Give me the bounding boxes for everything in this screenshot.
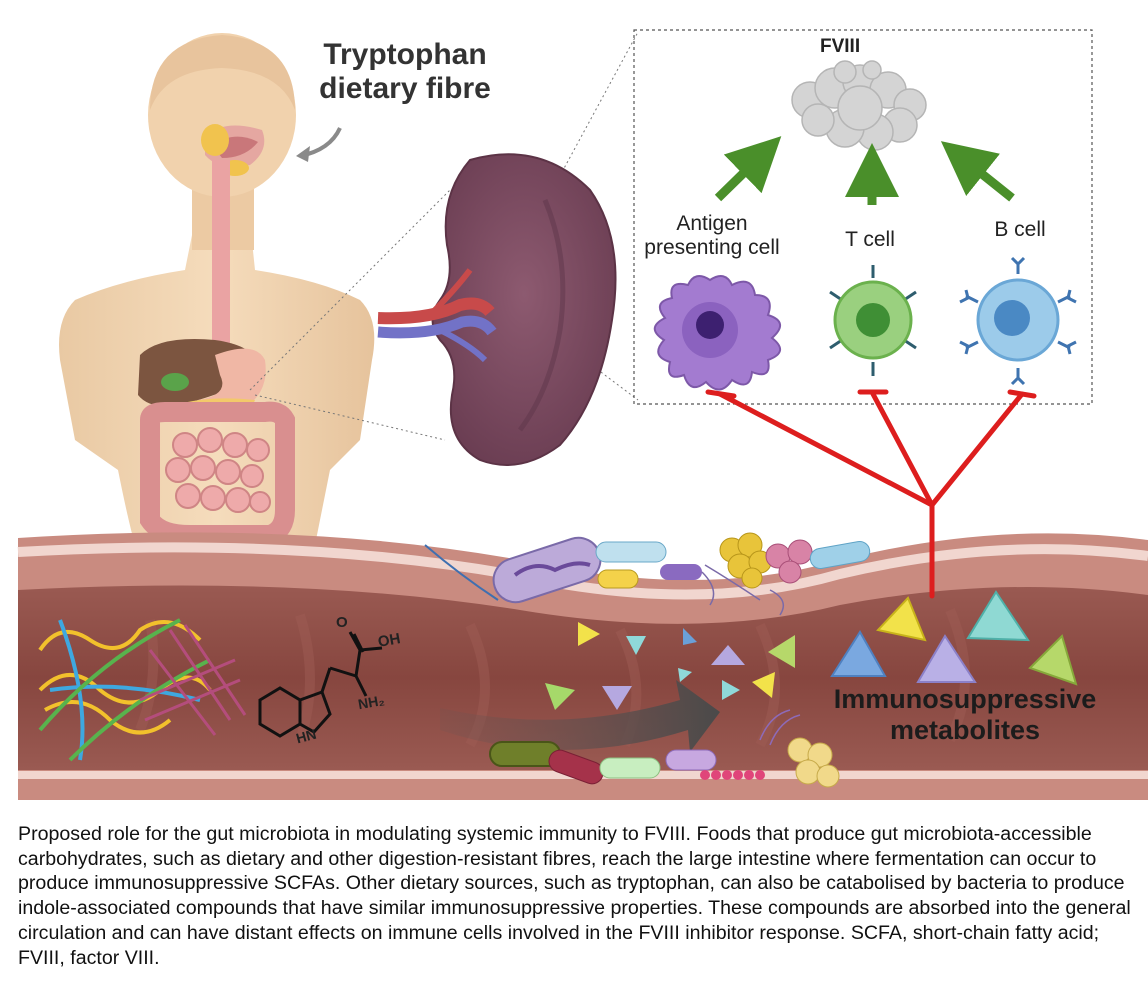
- b-cell-icon: [959, 256, 1077, 386]
- chem-nh2-label: NH₂: [358, 694, 386, 713]
- gut-immunity-diagram: Tryptophan dietary fibre FVIII: [17, 29, 1148, 800]
- bacteria-icon: [424, 532, 871, 616]
- metabolism-arrow: [440, 680, 720, 752]
- chem-oh-label: OH: [378, 632, 402, 651]
- apc-label: Antigen presenting cell: [632, 212, 792, 260]
- dietary-inputs-title: Tryptophan dietary fibre: [300, 38, 510, 106]
- title-line-1: Tryptophan: [323, 38, 487, 71]
- activation-arrows: [714, 136, 1015, 205]
- title-line-2: dietary fibre: [319, 72, 491, 105]
- tryptophan-molecule-icon: [258, 631, 383, 738]
- apc-label-line-1: Antigen: [676, 212, 748, 235]
- inhibition-lines: [705, 389, 1037, 599]
- dietary-fibre-icon: [38, 618, 247, 762]
- fviii-protein-icon: [791, 60, 927, 151]
- tcell-label: T cell: [845, 228, 895, 251]
- chem-hn-label: HN: [296, 728, 318, 747]
- antigen-presenting-cell-icon: [653, 275, 781, 391]
- fviii-label: FVIII: [820, 36, 861, 57]
- human-body-icon: [59, 33, 375, 545]
- immunosuppressive-metabolites-label: Immunosuppressive metabolites: [800, 684, 1130, 746]
- t-cell-icon: [829, 265, 917, 376]
- immuno-label-line-1: Immunosuppressive: [833, 684, 1097, 714]
- immune-inset-panel: [633, 29, 1093, 405]
- spleen-icon: [377, 153, 617, 466]
- figure-caption: Proposed role for the gut microbiota in …: [18, 823, 1131, 969]
- metabolite-triangle-icon: [545, 590, 1078, 710]
- apc-label-line-2: presenting cell: [644, 236, 780, 259]
- bacteria-icon: [489, 709, 840, 788]
- bcell-label: B cell: [994, 218, 1046, 241]
- chem-o-label: O: [336, 614, 348, 631]
- immuno-label-line-2: metabolites: [889, 715, 1041, 745]
